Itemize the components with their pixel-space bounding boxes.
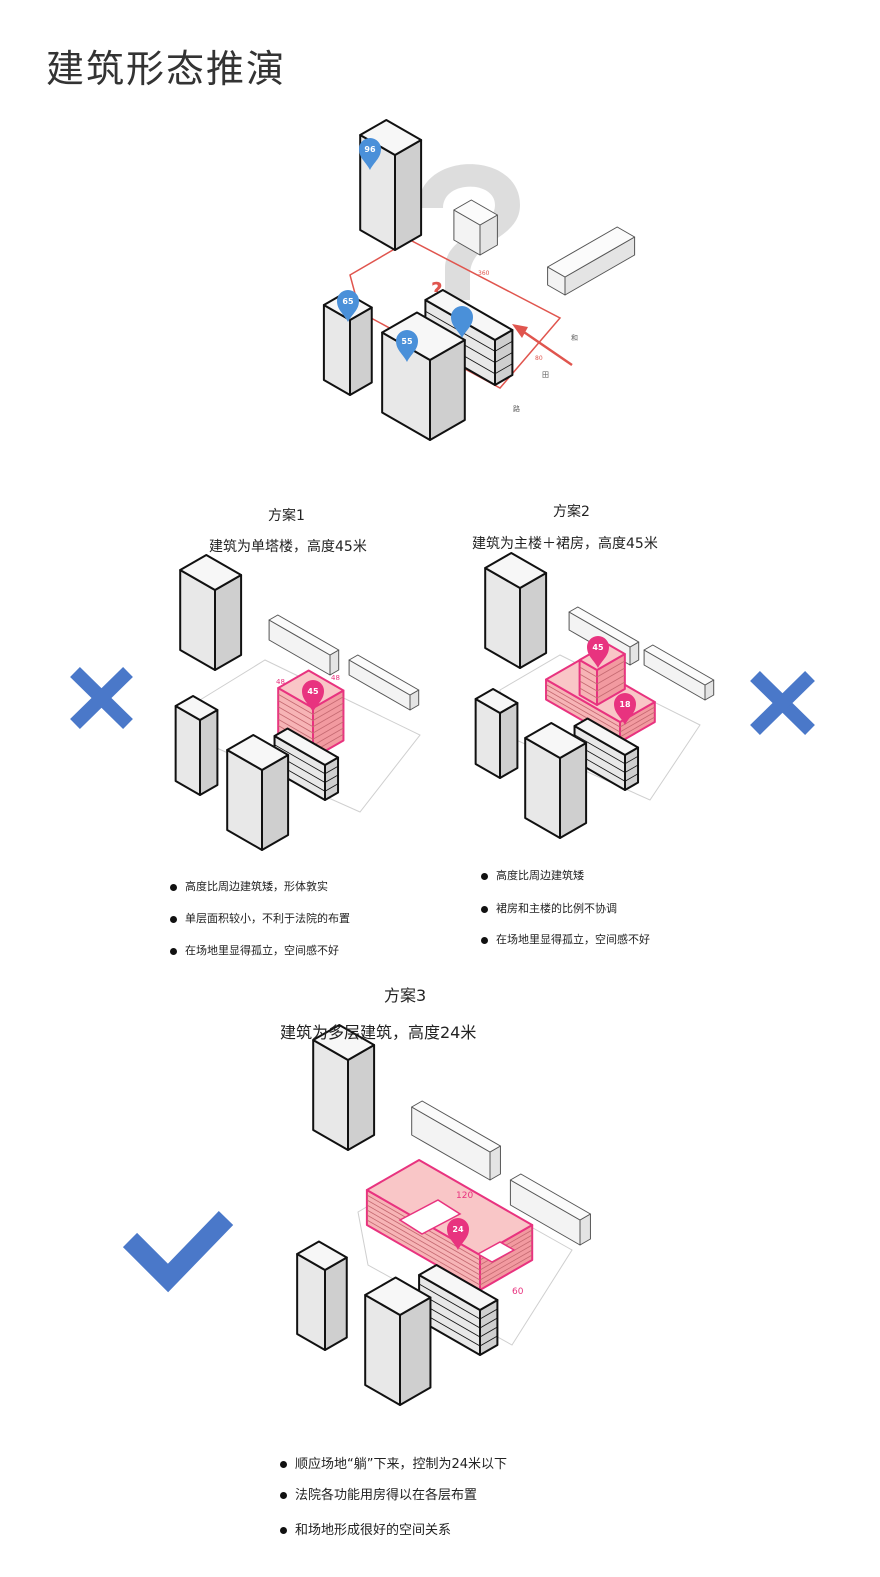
scheme3-bullet: 和场地形成很好的空间关系 xyxy=(280,1519,451,1538)
dim-label: 120 xyxy=(456,1191,473,1201)
scheme2-desc: 建筑为主楼＋裙房，高度45米 xyxy=(472,536,658,552)
location-pin-icon: 96 xyxy=(359,138,381,170)
ghost-block xyxy=(348,654,420,711)
courtyard xyxy=(476,1241,516,1263)
svg-text:24: 24 xyxy=(452,1225,464,1234)
tower-block-south xyxy=(524,722,588,839)
scheme3-name: 方案3 xyxy=(384,986,427,1005)
ghost-block xyxy=(453,199,498,256)
cross-icon xyxy=(70,667,133,729)
tower-block-south xyxy=(226,734,290,851)
scheme3-desc: 建筑为多层建筑，高度24米 xyxy=(280,1023,477,1042)
low-block-east xyxy=(418,1264,499,1356)
courtyard xyxy=(398,1199,462,1235)
svg-text:45: 45 xyxy=(307,687,319,696)
scheme2-bullet: 高度比周边建筑矮 xyxy=(481,867,584,883)
scheme1-diagram: 45 xyxy=(174,554,421,851)
check-icon xyxy=(122,1211,234,1293)
ghost-block xyxy=(643,644,715,701)
road-label: 路 xyxy=(513,404,520,413)
scheme1-desc: 建筑为单塔楼，高度45米 xyxy=(209,539,367,555)
dim-label: 48 xyxy=(276,678,285,686)
ghost-block xyxy=(411,1100,501,1181)
page-title: 建筑形态推演 xyxy=(46,47,287,91)
location-pin-icon: 65 xyxy=(337,290,359,322)
height-pin-icon: 45 xyxy=(302,680,324,712)
tower-block-north xyxy=(484,552,548,669)
dim-label: 360 xyxy=(478,270,490,277)
svg-text:65: 65 xyxy=(342,297,354,306)
svg-text:96: 96 xyxy=(364,145,376,154)
dim-label: 80 xyxy=(535,355,543,362)
cross-icon xyxy=(750,671,815,735)
scheme1-bullet: 单层面积较小，不利于法院的布置 xyxy=(170,910,350,926)
svg-text:18: 18 xyxy=(619,700,631,709)
access-arrow xyxy=(517,326,573,367)
height-pin-icon: 18 xyxy=(614,693,636,725)
location-pin-icon: 55 xyxy=(396,330,418,362)
site-analysis-diagram: ? 96 65 55 xyxy=(322,119,636,441)
scheme1-name: 方案1 xyxy=(268,508,305,524)
tower-block-south xyxy=(364,1276,432,1406)
scheme2-diagram: 45 18 xyxy=(474,552,715,839)
tower-block-north xyxy=(179,554,243,671)
low-block-east xyxy=(273,727,340,801)
dim-label: 60 xyxy=(512,1287,524,1297)
scheme2-bullet: 裙房和主楼的比例不协调 xyxy=(481,900,617,916)
low-block-east xyxy=(573,717,640,791)
scheme1-bullet: 在场地里显得孤立，空间感不好 xyxy=(170,942,339,958)
scheme3-diagram: 24 xyxy=(296,1024,591,1406)
tower-block-west xyxy=(296,1240,348,1351)
dim-label: 48 xyxy=(331,674,340,682)
scheme1-bullet: 高度比周边建筑矮，形体敦实 xyxy=(170,878,328,894)
question-label: ? xyxy=(431,278,443,302)
tower-block-north xyxy=(312,1024,376,1151)
scheme2-name: 方案2 xyxy=(553,504,590,520)
tower-block-west xyxy=(174,695,219,796)
tower-block-west xyxy=(474,688,519,779)
location-pin-icon xyxy=(451,306,473,338)
scheme3-bullet: 法院各功能用房得以在各层布置 xyxy=(280,1484,477,1503)
height-pin-icon: 45 xyxy=(587,636,609,668)
tower-block-south xyxy=(381,311,466,441)
main-tower xyxy=(578,643,626,706)
svg-text:45: 45 xyxy=(592,643,604,652)
svg-text:55: 55 xyxy=(401,337,413,346)
scheme2-bullet: 在场地里显得孤立，空间感不好 xyxy=(481,931,650,947)
road-label: 和 xyxy=(571,333,578,342)
question-mark-shape xyxy=(418,164,520,300)
scheme3-bullet: 顺应场地“躺”下来，控制为24米以下 xyxy=(280,1453,507,1472)
ghost-block xyxy=(547,226,636,296)
ghost-block xyxy=(268,614,340,676)
ghost-block xyxy=(509,1173,591,1246)
road-label: 田 xyxy=(542,371,549,379)
height-pin-icon: 24 xyxy=(447,1218,469,1250)
